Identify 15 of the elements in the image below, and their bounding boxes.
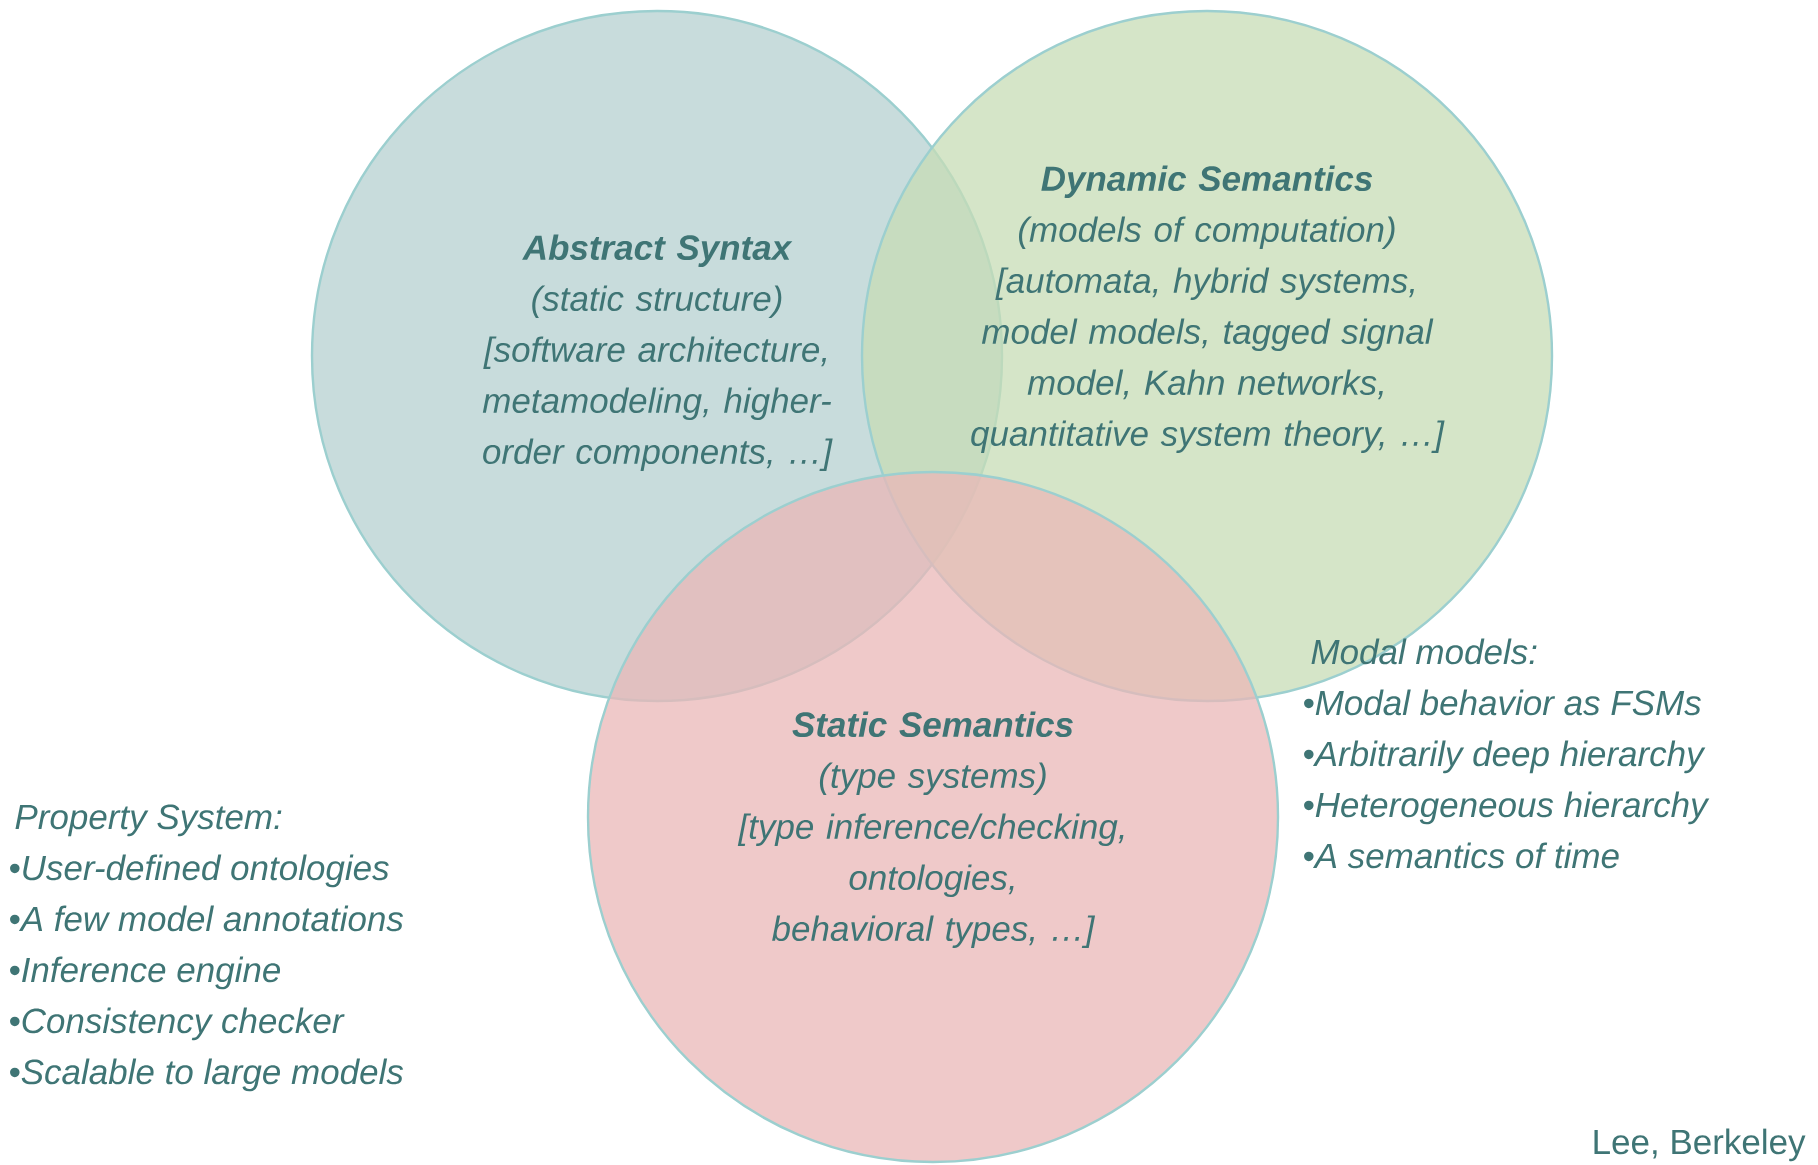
circle-text: Static Semantics (type systems) [type inference/checking, ontologies, behavioral types, …] — [737, 711, 1124, 949]
list-heading: Modal models: — [1311, 638, 1537, 665]
bullet-item: •Inference engine — [10, 956, 281, 990]
bullet-item: •Scalable to large models — [10, 1058, 404, 1092]
list-heading: Property System: — [15, 804, 282, 837]
bullet-item: •Modal behavior as FSMs — [1304, 689, 1701, 716]
circle-text: Dynamic Semantics (models of computation) [automata, hybrid systems, model models, tagged signal model, Kahn networks, quantitative system theory, …] — [971, 165, 1445, 454]
circle-text: Abstract Syntax (static structure) [software architecture, metamodeling, higher-order components, …] — [482, 234, 833, 472]
bullet-item: •A few model annotations — [10, 905, 404, 932]
venn-circle — [586, 470, 1280, 1164]
bullet-item: •Heterogeneous hierarchy — [1304, 791, 1710, 825]
bullet-item: •User-defined ontologies — [10, 854, 389, 888]
bullet-item: •Consistency checker — [10, 1007, 345, 1041]
bullet-item: •Arbitrarily deep hierarchy — [1304, 740, 1706, 774]
signature-text: Lee, Berkeley — [1594, 1128, 1806, 1162]
